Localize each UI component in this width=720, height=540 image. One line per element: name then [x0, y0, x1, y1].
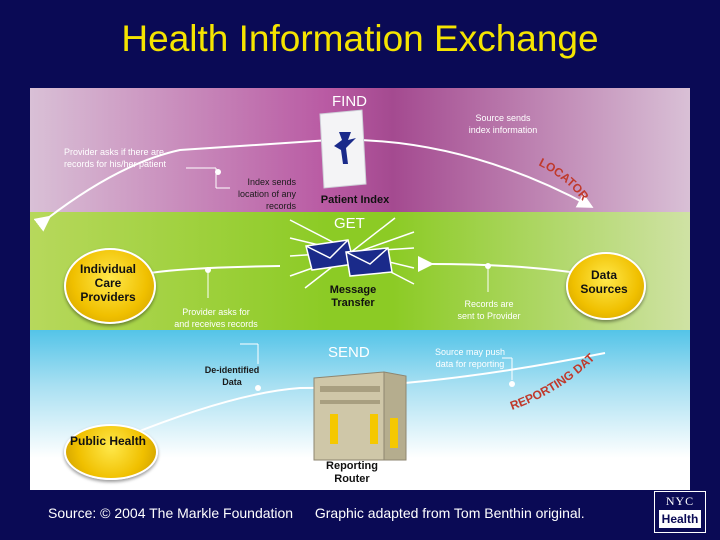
public-health-label: Public Health [70, 434, 147, 448]
patient-index-card [319, 109, 367, 189]
reporting-router-icon [313, 371, 407, 461]
index-sends-annotation: Index sends location of any records [237, 177, 296, 211]
records-sent-annotation: Records are sent to Provider [457, 299, 521, 321]
get-section-label: GET [334, 215, 365, 232]
footer-adapted: Graphic adapted from Tom Benthin origina… [314, 505, 585, 521]
data-sources-node [566, 252, 646, 320]
data-sources-label: Data Sources [580, 268, 628, 296]
source-push-annotation: Source may push data for reporting [434, 347, 506, 369]
nyc-health-logo: NYC Health [654, 491, 706, 533]
page-title: Health Information Exchange [121, 18, 599, 59]
message-transfer-label: Message Transfer [329, 284, 377, 309]
individual-care-providers-label: Individual Care Providers [79, 262, 136, 304]
reporting-router-label: Reporting Router [326, 460, 378, 485]
locator-curved-label: LOCATOR [537, 155, 592, 203]
footer-credit: Source: © 2004 The Markle Foundation Gra… [48, 505, 585, 521]
send-section-label: SEND [328, 344, 370, 361]
provider-asks-annotation: Provider asks if there are records for h… [64, 147, 167, 169]
send-arc [95, 352, 606, 455]
logo-bottom-text: Health [659, 510, 701, 528]
provider-receives-annotation: Provider asks for and receives records [174, 307, 258, 329]
logo-top-text: NYC [665, 494, 695, 508]
deidentified-annotation: De-identified Data [204, 365, 260, 387]
find-section-label: FIND [332, 93, 367, 110]
individual-care-providers-node [64, 248, 156, 324]
source-sends-annotation: Source sends index information [468, 113, 538, 135]
message-transfer-icon [289, 217, 415, 289]
patient-index-label: Patient Index [320, 194, 390, 206]
footer-source: Source: © 2004 The Markle Foundation [48, 505, 294, 521]
public-health-node [64, 424, 158, 480]
